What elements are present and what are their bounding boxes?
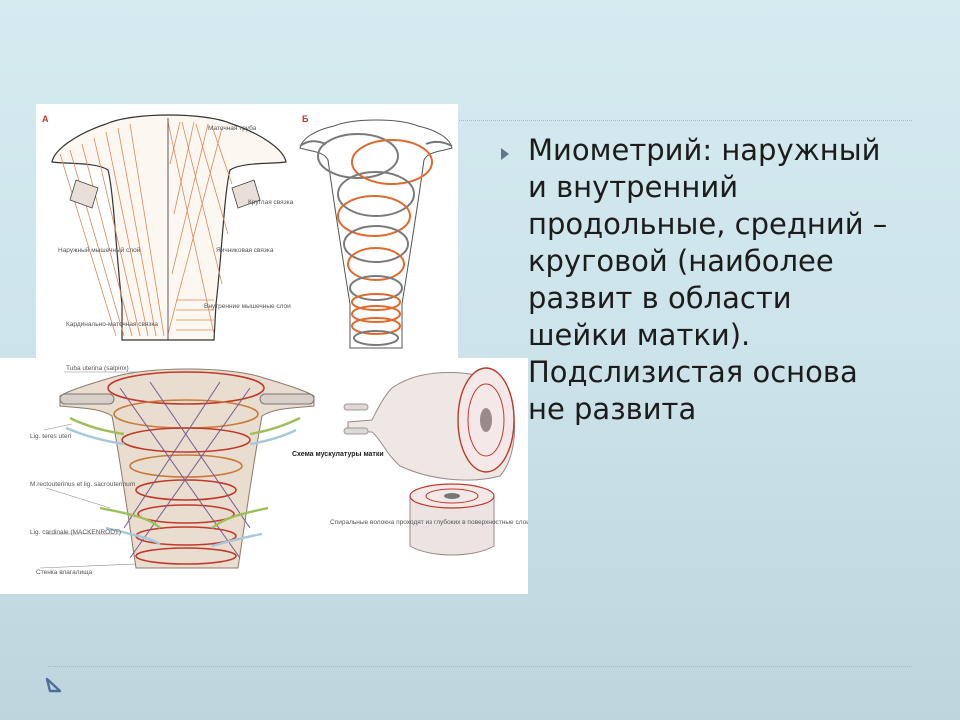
figure-c-label-cardinale: Lig. cardinale (MACKENRODT) [30, 529, 121, 536]
figure-a-muscle-layers: А Маточная труба Круглая связка Наружный… [36, 104, 294, 360]
figure-a-label-outer-layer: Наружный мышечный слой [58, 246, 141, 254]
figure-a-label-cardinal: Кардинально-маточная связка [66, 321, 158, 328]
figure-b-letter: Б [302, 114, 309, 124]
figure-c-muscle-scheme: Tuba uterina (salpinx) Lig. teres uteri … [0, 358, 528, 594]
figure-c-label-teres: Lig. teres uteri [30, 433, 71, 440]
figure-c-label-tube: Tuba uterina (salpinx) [66, 365, 129, 372]
figure-a-label-round-lig: Круглая связка [248, 199, 294, 206]
figure-c-label-rectouterinus: M.rectouterinus et lig. sacrouterinum [30, 481, 135, 488]
figure-c-scheme-caption: Спиральные волокна проходят из глубоких … [330, 518, 528, 526]
figure-a-letter: А [42, 114, 49, 124]
figure-a-label-inner-layers: Внутренние мышечные слои [204, 303, 291, 310]
bullet-triangle-icon [501, 148, 509, 160]
next-slide-arrow-icon[interactable] [44, 675, 64, 695]
slide-text-block: Миометрий: наружный и внутренний продоль… [500, 132, 900, 428]
figure-c-label-vagina-wall: Стенка влагалища [36, 569, 93, 576]
slide-body-text: Миометрий: наружный и внутренний продоль… [528, 133, 888, 426]
bottom-divider [48, 666, 912, 667]
figure-b-spiral-fibers: Б [294, 104, 458, 360]
top-divider [48, 120, 912, 121]
figure-a-label-tube: Маточная труба [208, 124, 257, 132]
figure-c-scheme-title: Схема мускулатуры матки [292, 451, 384, 458]
figure-a-label-ovarian-lig: Яичниковая связка [216, 247, 274, 254]
